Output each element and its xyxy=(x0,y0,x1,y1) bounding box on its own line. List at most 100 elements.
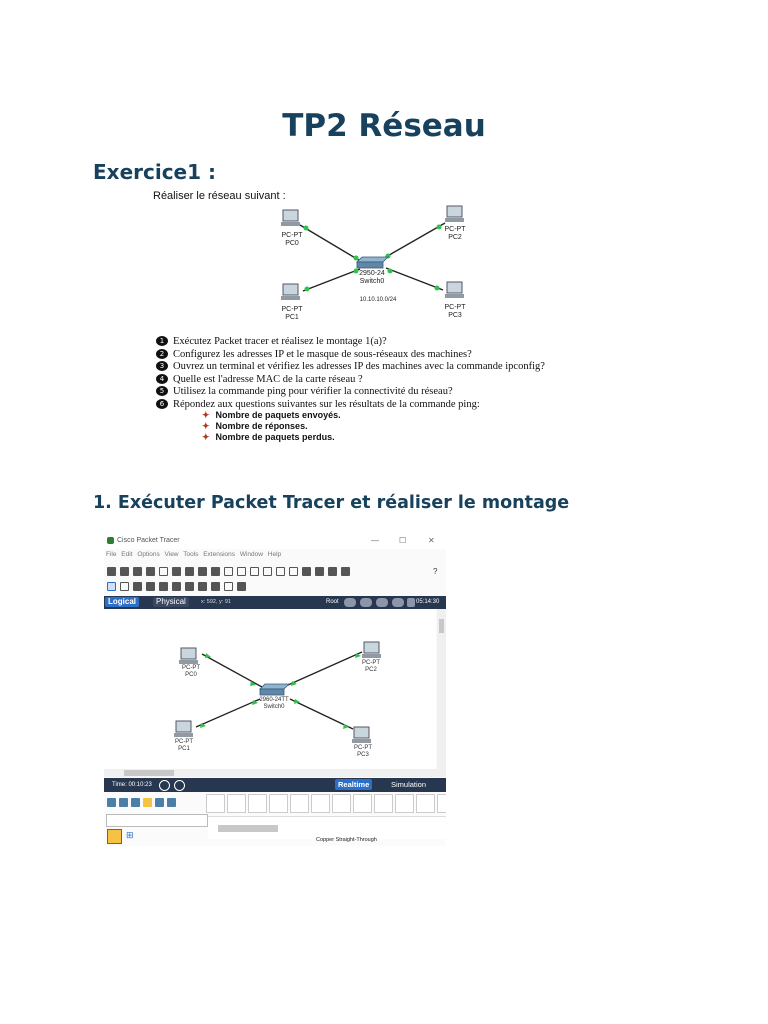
pdu-icon[interactable] xyxy=(224,581,233,591)
horizontal-scrollbar[interactable] xyxy=(104,769,446,777)
back-icon[interactable] xyxy=(344,598,356,607)
simulation-mode-button[interactable]: Simulation xyxy=(391,780,427,789)
miscellaneous-icon[interactable] xyxy=(155,798,164,807)
select-tool-icon[interactable] xyxy=(107,581,116,591)
coaxial-cable-icon[interactable] xyxy=(332,794,351,813)
zoom-reset-icon[interactable] xyxy=(263,566,272,576)
menu-window[interactable]: Window xyxy=(239,551,263,558)
info-icon[interactable] xyxy=(159,566,168,576)
complex-pdu-icon[interactable] xyxy=(237,581,246,591)
menu-extensions[interactable]: Extensions xyxy=(203,551,236,558)
undo-icon[interactable] xyxy=(224,566,233,576)
main-toolbar: ? xyxy=(107,564,437,578)
zoom-out-icon[interactable] xyxy=(276,566,285,576)
power-cycle-icon[interactable] xyxy=(159,780,170,791)
rectangle-tool-icon[interactable] xyxy=(185,581,194,591)
pc-icon xyxy=(281,209,300,226)
grid-icon[interactable]: ⊞ xyxy=(126,830,134,840)
paste-icon[interactable] xyxy=(211,566,220,576)
inspect-icon[interactable] xyxy=(120,581,129,591)
iot-cable-icon[interactable] xyxy=(416,794,435,813)
switch-icon xyxy=(356,256,389,269)
fast-forward-icon[interactable] xyxy=(174,780,185,791)
serial-dte-cable-icon[interactable] xyxy=(374,794,393,813)
sub-item-list: ✦Nombre de paquets envoyés. ✦Nombre de r… xyxy=(202,410,341,443)
end-devices-icon[interactable] xyxy=(119,798,128,807)
redo-icon[interactable] xyxy=(237,566,246,576)
serial-dce-cable-icon[interactable] xyxy=(353,794,372,813)
usb-cable-icon[interactable] xyxy=(437,794,446,813)
multiuser-icon[interactable] xyxy=(167,798,176,807)
realtime-mode-button[interactable]: Realtime xyxy=(335,779,373,790)
clock: 05:14:30 xyxy=(416,599,440,605)
vertical-scrollbar[interactable] xyxy=(437,609,446,769)
auto-cable-icon[interactable] xyxy=(206,794,225,813)
connections-icon[interactable] xyxy=(143,798,152,807)
menu-view[interactable]: View xyxy=(164,551,179,558)
zoom-in-icon[interactable] xyxy=(250,566,259,576)
bullet-icon: ✦ xyxy=(202,421,210,431)
network-info-icon[interactable] xyxy=(185,566,194,576)
device-search-field[interactable] xyxy=(106,814,208,827)
cable-detail-panel xyxy=(208,816,446,839)
phone-cable-icon[interactable] xyxy=(311,794,330,813)
simulation-status-bar: Time: 00:10:23 Realtime Simulation xyxy=(104,778,446,792)
open-folder-icon[interactable] xyxy=(120,566,129,576)
crossover-cable-icon[interactable] xyxy=(269,794,288,813)
new-file-icon[interactable] xyxy=(107,566,116,576)
wizard-icon[interactable] xyxy=(172,566,181,576)
root-label[interactable]: Root xyxy=(326,599,339,605)
fiber-cable-icon[interactable] xyxy=(290,794,309,813)
cable-scrollbar[interactable] xyxy=(218,825,278,832)
background-icon[interactable] xyxy=(392,598,404,607)
print-icon[interactable] xyxy=(146,566,155,576)
help-icon[interactable]: ? xyxy=(433,566,438,576)
note-icon[interactable] xyxy=(159,581,168,591)
coordinate-readout: x: 592, y: 91 xyxy=(201,599,231,605)
drawing-palette-icon[interactable] xyxy=(289,566,298,576)
menu-edit[interactable]: Edit xyxy=(121,551,133,558)
close-button[interactable]: ✕ xyxy=(428,536,435,545)
console-cable-icon[interactable] xyxy=(227,794,246,813)
delete-icon[interactable] xyxy=(133,581,142,591)
custom-device-icon[interactable] xyxy=(302,566,311,576)
maximize-button[interactable]: ☐ xyxy=(399,536,407,545)
tab-logical[interactable]: Logical xyxy=(105,597,140,607)
workspace-icon[interactable] xyxy=(328,566,337,576)
move-icon[interactable] xyxy=(376,598,388,607)
menu-help[interactable]: Help xyxy=(267,551,282,558)
copy-icon[interactable] xyxy=(198,566,207,576)
components-icon[interactable] xyxy=(131,798,140,807)
menu-tools[interactable]: Tools xyxy=(183,551,199,558)
octal-cable-icon[interactable] xyxy=(395,794,414,813)
resize-icon[interactable] xyxy=(146,581,155,591)
menu-file[interactable]: File xyxy=(106,551,117,558)
save-icon[interactable] xyxy=(133,566,142,576)
cluster-icon[interactable] xyxy=(360,598,372,607)
network-devices-icon[interactable] xyxy=(107,798,116,807)
line-tool-icon[interactable] xyxy=(172,581,181,591)
ellipse-tool-icon[interactable] xyxy=(198,581,207,591)
minimize-button[interactable]: — xyxy=(371,536,379,545)
menu-options[interactable]: Options xyxy=(137,551,160,558)
tool-toolbar xyxy=(107,579,246,593)
lightning-connection-icon[interactable] xyxy=(107,829,122,844)
tab-physical[interactable]: Physical xyxy=(153,597,189,607)
exercise-figure: Réaliser le réseau suivant : xyxy=(150,190,570,450)
viewport-icon[interactable] xyxy=(315,566,324,576)
screenshot-icon[interactable] xyxy=(341,566,350,576)
freeform-tool-icon[interactable] xyxy=(211,581,220,591)
packet-tracer-window: Cisco Packet Tracer — ☐ ✕ File Edit Opti… xyxy=(104,533,446,846)
straight-through-cable-icon[interactable] xyxy=(248,794,267,813)
sub-item: ✦Nombre de paquets envoyés. xyxy=(202,410,341,420)
time-readout: Time: 00:10:23 xyxy=(112,782,152,788)
